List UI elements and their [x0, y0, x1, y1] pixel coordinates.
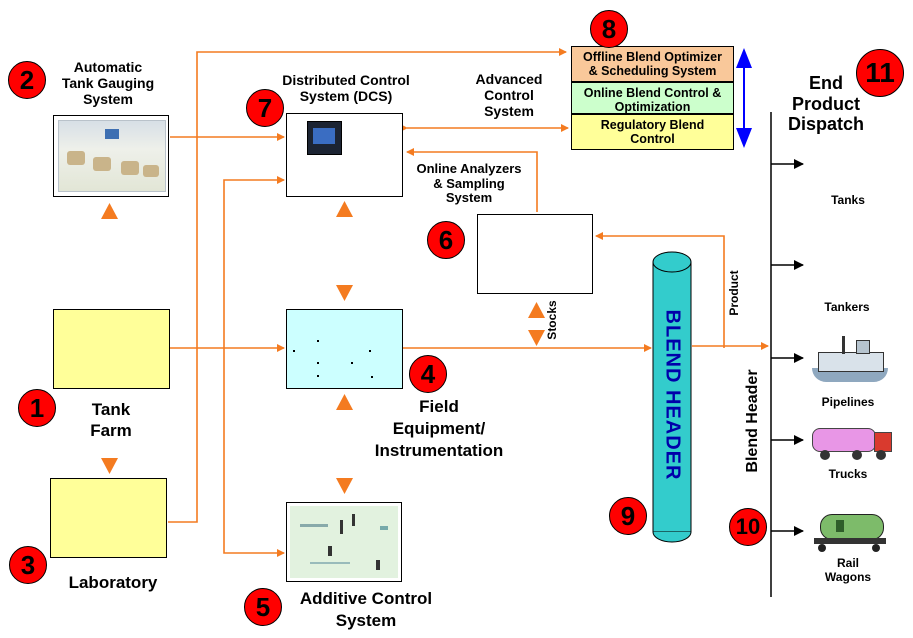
- laboratory-label: Laboratory: [68, 573, 158, 592]
- arrow-down-additive: [336, 478, 353, 494]
- truck-image: [812, 424, 892, 462]
- arrow-down-lab: [101, 458, 118, 474]
- dcs-box: [286, 113, 403, 197]
- field-equipment-box: [286, 309, 403, 389]
- additive-control-line1: Additive Control: [299, 589, 433, 608]
- tank-farm-box: [53, 309, 170, 389]
- atg-screen-image: [58, 120, 166, 192]
- online-analyzers-label: Online Analyzers & Sampling System: [400, 161, 538, 206]
- tankers-label: Tankers: [824, 300, 870, 314]
- blend-header-bus-label: Blend Header: [743, 369, 761, 473]
- badge-1: 1: [18, 389, 56, 427]
- pipelines-label: Pipelines: [821, 395, 875, 409]
- badge-10: 10: [729, 508, 767, 546]
- badge-6: 6: [427, 221, 465, 259]
- farm-to-additive-line: [223, 348, 285, 557]
- blend-header-vessel: [652, 251, 692, 543]
- tank-farm-label-line1: Tank: [91, 400, 131, 419]
- dcs-label: Distributed Control System (DCS): [266, 72, 426, 104]
- farm-to-dcs-line: [223, 176, 285, 348]
- badge-11: 11: [856, 49, 904, 97]
- hierarchy-arrow: [736, 48, 752, 148]
- dcs-label-line1: Distributed Control: [282, 72, 410, 88]
- dcs-label-line2: System (DCS): [299, 88, 393, 105]
- rail-wagon-image: [812, 508, 888, 554]
- badge-5: 5: [244, 588, 282, 626]
- arrow-down-field: [336, 285, 353, 301]
- arrow-up-field: [336, 394, 353, 410]
- regulatory-control-line2: Control: [630, 132, 675, 146]
- product-label: Product: [727, 270, 742, 316]
- end-product-dispatch-label: End Product Dispatch: [776, 73, 876, 135]
- flow-lines: [168, 48, 769, 557]
- online-analyzers-line2: & Sampling: [433, 175, 505, 191]
- tanker-ship-image: [812, 328, 888, 386]
- dcs-console-image: [307, 121, 342, 155]
- offline-blend-optimizer-level: Offline Blend Optimizer& Scheduling Syst…: [571, 46, 734, 82]
- advanced-control-line2: Control: [484, 87, 534, 104]
- badge-4: 4: [409, 355, 447, 393]
- product-to-analyzer-line: [595, 232, 725, 348]
- arrow-down-stocks: [528, 330, 545, 346]
- trucks-label: Trucks: [828, 467, 868, 481]
- online-analyzers-box: [477, 214, 593, 294]
- advanced-control-line3: System: [484, 103, 534, 120]
- advanced-control-label: Advanced Control System: [460, 71, 558, 119]
- arrow-up-dcs: [336, 201, 353, 217]
- arrow-up-atg: [101, 203, 118, 219]
- regulatory-control-line1: Regulatory Blend: [600, 117, 705, 132]
- badge-3: 3: [9, 546, 47, 584]
- field-equipment-line3: Instrumentation: [374, 441, 504, 461]
- online-analyzers-line3: System: [445, 190, 493, 206]
- badge-2: 2: [8, 61, 46, 99]
- atg-label-line3: System: [83, 91, 133, 108]
- arrow-up-analyzer: [528, 302, 545, 318]
- lab-to-optimizer-line: [168, 48, 567, 523]
- additive-screen-image: [290, 506, 398, 578]
- stocks-label: Stocks: [545, 300, 560, 340]
- rail-wagons-label: Rail Wagons: [812, 556, 884, 585]
- badge-8: 8: [590, 10, 628, 48]
- rail-line2: Wagons: [824, 569, 872, 584]
- online-analyzers-line1: Online Analyzers: [416, 161, 522, 176]
- badge-9: 9: [609, 497, 647, 535]
- dispatch-line3: Dispatch: [787, 114, 865, 135]
- blend-header-vertical-text: BLEND HEADER: [661, 309, 684, 481]
- additive-control-line2: System: [335, 611, 397, 631]
- tanks-label: Tanks: [831, 193, 865, 207]
- analyzer-to-dcs-line: [406, 148, 538, 212]
- online-blend-control-level: Online Blend Control &Optimization: [571, 82, 734, 114]
- offline-optimizer-line1: Offline Blend Optimizer: [583, 49, 722, 64]
- dispatch-line2: Product: [791, 93, 860, 114]
- flow-arrowheads: [101, 201, 545, 494]
- additive-control-box: [286, 502, 402, 582]
- additive-control-label: Additive Control System: [284, 588, 448, 632]
- rail-line1: Rail: [836, 556, 859, 570]
- field-equipment-line1: Field: [419, 397, 459, 416]
- tank-farm-label: Tank Farm: [76, 399, 146, 442]
- atg-label: Automatic Tank Gauging System: [58, 59, 158, 107]
- atg-screen-box: [53, 115, 169, 197]
- badge-7: 7: [246, 89, 284, 127]
- field-equipment-label: Field Equipment/ Instrumentation: [358, 396, 520, 462]
- dispatch-line1: End: [809, 73, 843, 93]
- online-control-line1: Online Blend Control &: [583, 86, 722, 100]
- offline-optimizer-line2: & Scheduling System: [588, 64, 717, 78]
- atg-label-line2: Tank Gauging: [61, 75, 155, 92]
- atg-label-line1: Automatic: [73, 59, 143, 75]
- laboratory-box: [50, 478, 167, 558]
- online-control-line2: Optimization: [614, 100, 691, 114]
- tank-farm-label-line2: Farm: [90, 421, 132, 441]
- advanced-control-line1: Advanced: [475, 71, 543, 87]
- dispatch-arrows: [771, 159, 804, 536]
- field-equipment-line2: Equipment/: [392, 419, 486, 439]
